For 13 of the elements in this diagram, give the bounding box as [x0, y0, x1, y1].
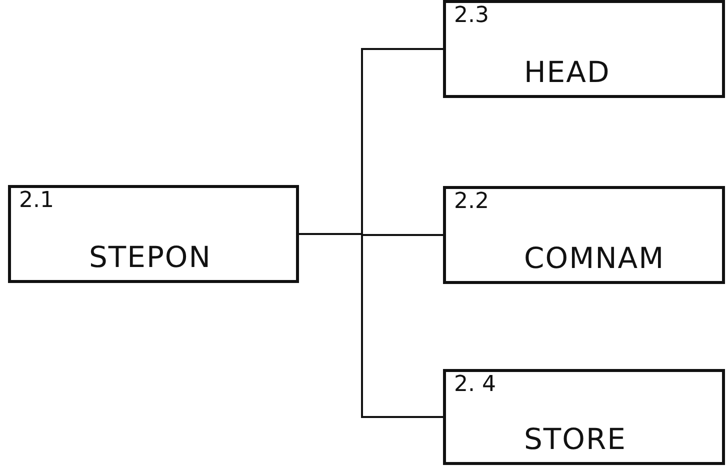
process-box [443, 369, 725, 465]
box-label: COMNAM [524, 244, 665, 273]
box-label: STEPON [89, 243, 212, 272]
connector-line [299, 233, 443, 418]
box-number: 2.2 [454, 191, 489, 213]
box-number: 2. 4 [454, 374, 496, 396]
box-number: 2.3 [454, 5, 489, 27]
box-label: STORE [524, 425, 626, 454]
box-label: HEAD [524, 58, 610, 87]
process-box [443, 186, 725, 284]
box-number: 2.1 [19, 190, 54, 212]
process-box [443, 0, 725, 98]
process-box [8, 185, 299, 283]
